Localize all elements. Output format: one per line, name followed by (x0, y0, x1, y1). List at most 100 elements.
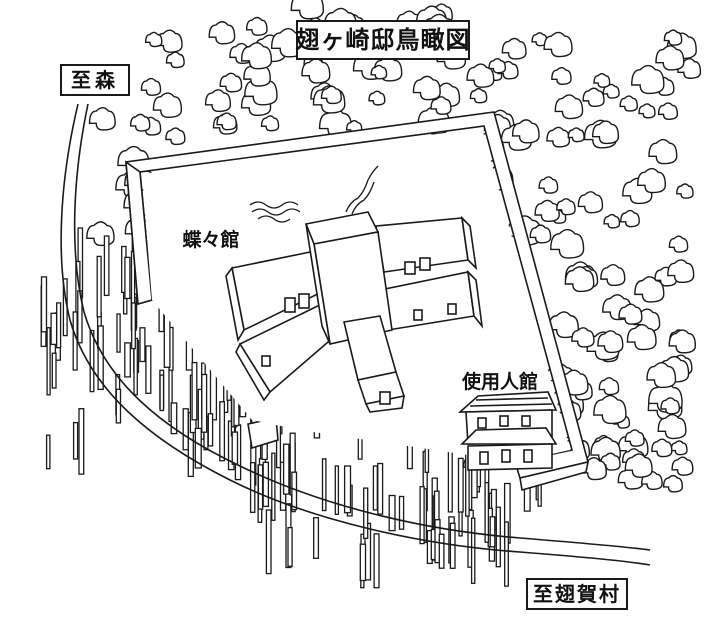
tree-canopy (668, 235, 689, 253)
tree-trunk (489, 516, 496, 548)
tree-canopy (620, 209, 640, 228)
tree-trunk (291, 471, 298, 511)
tree-canopy (290, 0, 325, 20)
tree-canopy (582, 87, 605, 108)
tree-canopy (245, 16, 268, 36)
tree-trunk (334, 465, 340, 515)
tree-trunk (170, 402, 178, 435)
tree-canopy (556, 198, 576, 216)
tree-canopy (219, 72, 243, 93)
tree-trunk (373, 533, 380, 589)
tree-canopy (600, 263, 626, 287)
tree-trunk (282, 443, 290, 495)
tree-trunk (207, 413, 214, 447)
tree-canopy (165, 51, 185, 69)
tree-canopy (634, 276, 665, 303)
tree-canopy (208, 21, 236, 45)
tree-canopy (551, 66, 572, 85)
tree-canopy (670, 440, 688, 456)
tree-canopy (546, 126, 571, 148)
tree-canopy (548, 311, 580, 339)
tree-trunk (257, 464, 264, 510)
tree-canopy (619, 95, 638, 112)
tree-canopy (543, 31, 573, 58)
tree-canopy (243, 62, 271, 87)
tree-canopy (529, 224, 552, 244)
tree-trunk (504, 521, 509, 587)
tree-trunk (97, 325, 104, 391)
tree-canopy (534, 199, 560, 223)
tree-trunk (447, 441, 453, 513)
tree-canopy (603, 213, 621, 229)
tree-canopy (648, 138, 678, 165)
label-butterfly-mansion: 蝶々館 (182, 228, 240, 251)
tree-trunk (343, 465, 352, 514)
tree-trunk (313, 517, 320, 559)
tree-canopy (301, 58, 331, 84)
tree-canopy (593, 72, 611, 88)
tree-canopy (657, 413, 687, 440)
tree-canopy (599, 452, 621, 471)
tree-trunk (194, 427, 202, 469)
tree-canopy (88, 107, 116, 131)
tree-trunk (131, 302, 136, 350)
tree-canopy (618, 303, 643, 325)
vane-plumes (249, 165, 379, 223)
tree-trunk (398, 495, 405, 530)
tree-canopy (469, 87, 488, 104)
tree-trunk (219, 401, 226, 462)
tree-canopy (531, 32, 548, 47)
tree-trunk (201, 373, 208, 433)
tree-canopy (598, 377, 620, 396)
tree-trunk (377, 462, 384, 515)
tree-trunk (262, 461, 270, 508)
tree-canopy (668, 329, 697, 354)
tree-trunk (51, 352, 57, 389)
tree-trunk (287, 526, 293, 567)
tree-canopy (260, 115, 280, 132)
tree-canopy (624, 453, 653, 478)
tree-trunk (40, 276, 48, 333)
tree-canopy (320, 85, 342, 105)
tree-canopy (204, 89, 232, 113)
tree-canopy (660, 397, 681, 415)
tree-trunk (46, 327, 51, 396)
tree-trunk (72, 311, 78, 371)
tree-trunk (45, 434, 51, 470)
tree-canopy (538, 176, 559, 194)
tree-canopy (554, 94, 584, 120)
tree-canopy (626, 324, 657, 351)
tree-canopy (129, 113, 151, 132)
tree-canopy (577, 191, 604, 214)
tree-trunk (182, 408, 189, 451)
tree-trunk (484, 481, 490, 543)
tree-canopy (511, 119, 540, 144)
tree-canopy (593, 394, 627, 425)
tree-canopy (216, 112, 237, 131)
tree-canopy (152, 92, 183, 119)
tree-trunk (265, 509, 272, 575)
tree-canopy (657, 102, 679, 120)
tree-canopy (412, 75, 441, 101)
tree-trunk (191, 361, 198, 421)
tree-canopy (655, 45, 685, 71)
tree-canopy (564, 266, 595, 293)
tree-canopy (368, 90, 386, 106)
map-title: 翅ヶ崎邸鳥瞰図 (296, 20, 470, 60)
tree-canopy (571, 327, 595, 348)
tree-trunk (72, 421, 79, 460)
tree-canopy (646, 361, 677, 389)
tree-canopy (591, 120, 620, 145)
butterfly-mansion (225, 211, 484, 413)
tree-canopy (165, 127, 186, 146)
tree-trunk (103, 235, 110, 297)
tree-canopy (662, 474, 683, 493)
tree-trunk (115, 388, 122, 424)
tree-trunk (116, 313, 121, 353)
tree-trunk (249, 462, 256, 513)
tree-canopy (144, 31, 163, 48)
tree-canopy (140, 77, 162, 96)
tree-canopy (597, 330, 624, 354)
tree-canopy (651, 438, 673, 458)
